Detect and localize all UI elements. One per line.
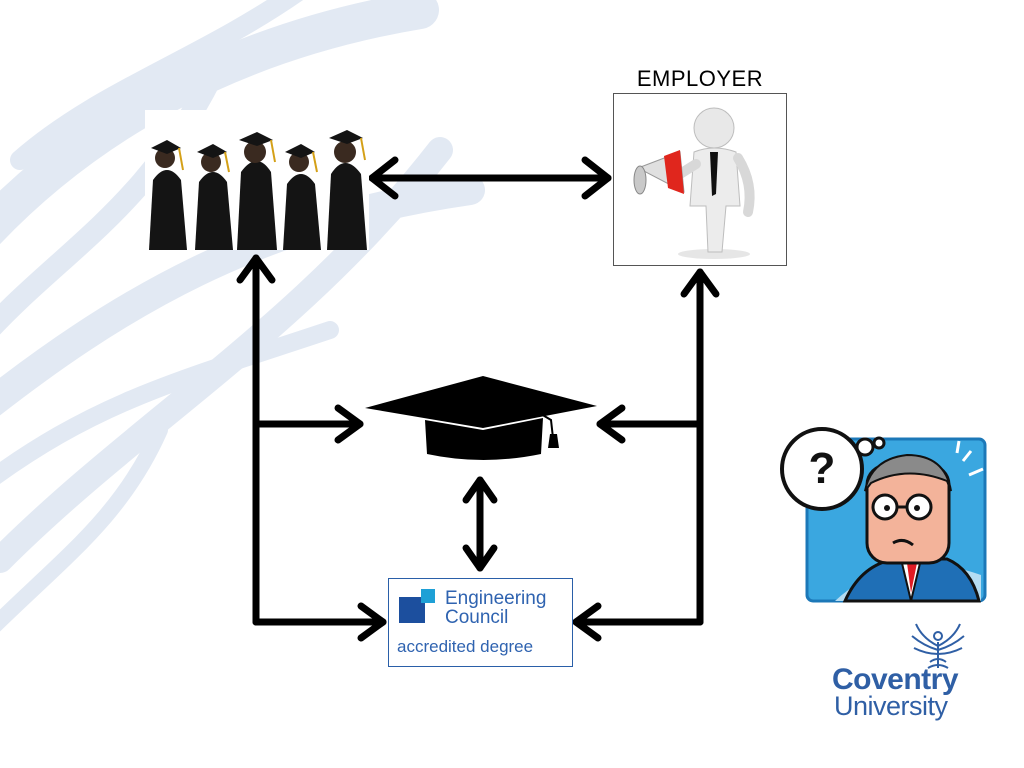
graduates-photo: [145, 110, 369, 250]
employer-label: EMPLOYER: [636, 66, 764, 91]
ec-logo-accent-icon: [421, 589, 435, 603]
coventry-university-logo: Coventry University: [820, 622, 980, 732]
engineering-council-badge: Engineering Council accredited degree: [388, 578, 573, 667]
phoenix-logo-icon: [911, 623, 965, 669]
ec-accredited-degree: accredited degree: [397, 637, 534, 656]
ec-council: Council: [445, 607, 509, 628]
employer-megaphone-figure-icon: [633, 107, 755, 259]
employer-figure: [613, 93, 787, 266]
university-word: University: [834, 691, 948, 721]
ec-engineering: Engineering: [445, 588, 547, 609]
ec-logo-square-icon: [399, 597, 425, 623]
question-mark-icon: ?: [809, 444, 836, 493]
coventry-word: Coventry: [832, 663, 959, 696]
mortarboard-icon: [365, 376, 597, 460]
confused-man-icon: ?: [780, 427, 987, 603]
